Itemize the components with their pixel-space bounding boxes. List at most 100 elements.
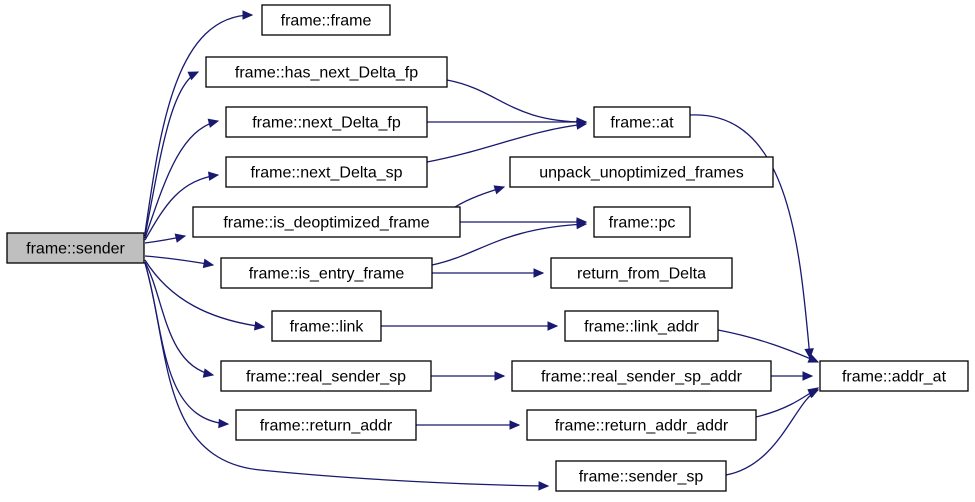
arrowhead (807, 389, 820, 399)
node-label: unpack_unoptimized_frames (539, 165, 744, 182)
node-label: frame::is_entry_frame (249, 266, 405, 283)
node-box (225, 156, 428, 188)
node-link-addr[interactable]: frame::link_addr (564, 310, 719, 342)
node-label: frame::return_addr_addr (555, 418, 729, 435)
edge-return_addr-to-return_addr_addr (416, 420, 521, 430)
node-next-sp[interactable]: frame::next_Delta_sp (225, 156, 428, 188)
node-box (220, 360, 432, 392)
arrowhead (218, 418, 230, 429)
node-label: frame::return_addr (260, 418, 393, 435)
edge-next_fp-to-at (427, 117, 588, 127)
arrowhead (207, 118, 220, 128)
node-addr-at[interactable]: frame::addr_at (819, 360, 969, 392)
edge-is_entry-to-pc (431, 219, 588, 266)
edge-line (446, 79, 587, 123)
node-next-fp[interactable]: frame::next_Delta_fp (225, 106, 428, 138)
edge-line (144, 14, 253, 234)
arrowhead (242, 10, 254, 20)
node-at[interactable]: frame::at (593, 106, 691, 138)
arrowhead (576, 120, 588, 130)
edge-sender-to-frame (144, 10, 254, 234)
edge-has_next-to-at (446, 79, 588, 127)
arrowhead (254, 321, 266, 331)
edge-sender-to-is_deopt (144, 233, 187, 244)
edge-sender-to-is_entry (144, 255, 215, 269)
node-label: return_from_Delta (577, 266, 706, 283)
node-box (511, 360, 772, 392)
edge-line (144, 261, 214, 376)
edge-line (426, 123, 587, 163)
arrowhead (807, 353, 820, 363)
arrowhead (538, 481, 550, 491)
node-label: frame::link_addr (584, 319, 699, 336)
node-sender[interactable]: frame::sender (6, 232, 145, 264)
node-box (550, 257, 733, 289)
node-box (220, 257, 433, 289)
edge-sender-to-next_sp (144, 171, 220, 241)
node-label: frame::sender (26, 241, 125, 258)
edge-sender-to-return_addr (144, 262, 230, 429)
node-return-addr-addr[interactable]: frame::return_addr_addr (526, 409, 757, 441)
node-box (225, 106, 428, 138)
arrowhead (533, 268, 545, 278)
node-box (555, 460, 727, 492)
node-label: frame::addr_at (842, 369, 947, 386)
edge-sender-to-has_next (144, 71, 200, 237)
node-link[interactable]: frame::link (271, 310, 382, 342)
node-frame[interactable]: frame::frame (261, 4, 391, 36)
node-label: frame::next_Delta_sp (250, 165, 402, 182)
node-has-next[interactable]: frame::has_next_Delta_fp (205, 56, 448, 88)
arrowhead (494, 371, 506, 381)
edge-sender-to-next_fp (144, 118, 220, 239)
edge-line (144, 262, 229, 425)
node-is-deopt[interactable]: frame::is_deoptimized_frame (192, 206, 461, 238)
edge-is_deopt-to-unpack (454, 185, 506, 208)
edge-sender-to-sender_sp (144, 262, 550, 491)
node-label: frame::real_sender_sp_addr (541, 369, 743, 386)
node-sender-sp[interactable]: frame::sender_sp (555, 460, 727, 492)
arrowhead (509, 420, 521, 430)
node-label: frame::at (610, 115, 674, 132)
node-return-from-delta[interactable]: return_from_Delta (550, 257, 733, 289)
edge-link_addr-to-addr_at (717, 329, 820, 363)
node-return-addr[interactable]: frame::return_addr (235, 409, 417, 441)
arrowhead (208, 171, 220, 181)
arrowhead (493, 185, 506, 195)
node-label: frame::has_next_Delta_fp (235, 65, 418, 82)
edge-line (717, 329, 819, 363)
node-label: frame::is_deoptimized_frame (223, 215, 429, 232)
edge-real_sender_sp-to-real_sender_sp_addr (431, 371, 506, 381)
node-box (235, 409, 417, 441)
edge-line (144, 259, 265, 328)
edge-sender_sp-to-addr_at (725, 389, 820, 476)
node-label: frame::sender_sp (579, 469, 704, 486)
arrowhead (576, 219, 588, 230)
node-label: frame::pc (609, 215, 676, 232)
node-box (261, 4, 391, 36)
edge-sender-to-link (144, 259, 266, 331)
node-unpack[interactable]: unpack_unoptimized_frames (509, 156, 774, 188)
edge-line (144, 262, 549, 487)
edge-at-to-addr_at (689, 114, 814, 360)
node-is-entry[interactable]: frame::is_entry_frame (220, 257, 433, 289)
call-graph-nodes: frame::sender frame::frameframe::has_next… (6, 4, 969, 492)
edge-sender-to-real_sender_sp (144, 261, 215, 378)
node-box (593, 206, 691, 238)
node-box (564, 310, 719, 342)
edge-link-to-link_addr (381, 321, 559, 331)
edge-line (431, 223, 587, 266)
arrowhead (547, 321, 559, 331)
edge-line (144, 120, 219, 239)
edge-line (144, 174, 219, 241)
node-real-sender-sp-addr[interactable]: frame::real_sender_sp_addr (511, 360, 772, 392)
node-label: frame::frame (281, 13, 372, 30)
call-graph-edges (144, 10, 820, 491)
node-box (271, 310, 382, 342)
node-real-sender-sp[interactable]: frame::real_sender_sp (220, 360, 432, 392)
arrowhead (202, 258, 215, 269)
edge-line (144, 255, 214, 266)
node-pc[interactable]: frame::pc (593, 206, 691, 238)
arrowhead (174, 233, 187, 243)
node-box (192, 206, 461, 238)
